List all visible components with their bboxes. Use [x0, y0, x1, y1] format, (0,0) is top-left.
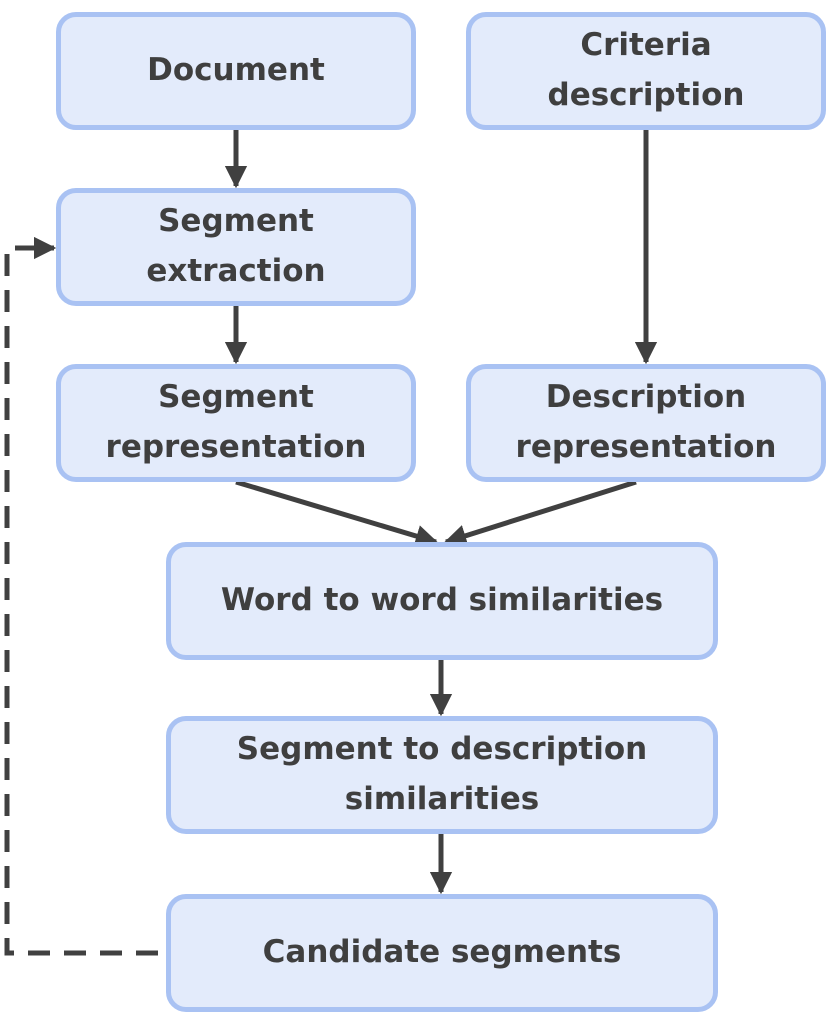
node-document: Document: [56, 12, 416, 130]
node-criteria-description: Criteria description: [466, 12, 826, 130]
node-segment-representation-label: Segment representation: [105, 379, 367, 465]
node-description-representation-label: Description representation: [515, 379, 777, 465]
node-segment-description-similarities: Segment to description similarities: [166, 716, 718, 834]
node-segment-representation: Segment representation: [56, 364, 416, 482]
dashed-feedback-arrow: [4, 236, 158, 956]
node-word-similarities: Word to word similarities: [166, 542, 718, 660]
node-word-similarities-label: Word to word similarities: [220, 582, 664, 619]
node-segment-extraction-label: Segment extraction: [146, 203, 326, 289]
node-segment-description-similarities-label: Segment to description similarities: [236, 731, 648, 817]
node-segment-extraction: Segment extraction: [56, 188, 416, 306]
arrow-description-representation-to-word-similarities: [443, 479, 637, 547]
node-document-label: Document: [147, 52, 325, 89]
node-candidate-segments: Candidate segments: [166, 894, 718, 1012]
node-criteria-description-label: Criteria description: [547, 27, 745, 113]
node-description-representation: Description representation: [466, 364, 826, 482]
node-candidate-segments-label: Candidate segments: [262, 934, 622, 971]
arrow-segment-representation-to-word-similarities: [235, 479, 439, 547]
